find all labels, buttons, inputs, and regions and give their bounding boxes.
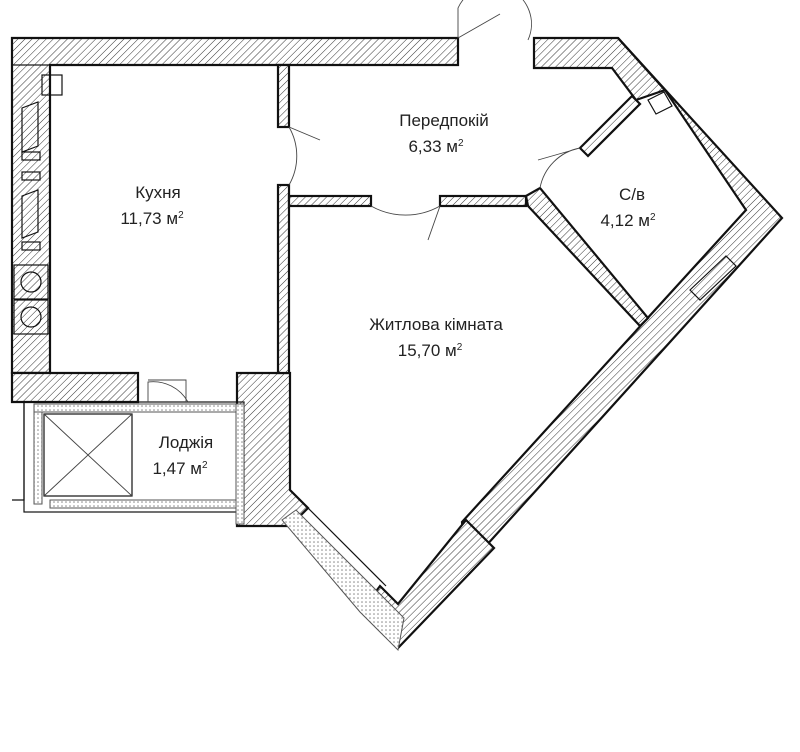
wall-kitchen-hall-upper — [276, 63, 291, 129]
hallway-name: Передпокій — [399, 111, 489, 130]
kitchen-cabinet-2-icon — [21, 189, 39, 239]
kitchen-cabinet-icon — [21, 101, 39, 153]
loggia-door-icon — [147, 379, 189, 403]
wall-bath-upper — [578, 94, 642, 158]
hallway-area: 6,33 м2 — [408, 137, 464, 156]
kitchen-door-icon — [288, 126, 321, 186]
wall-hall-living-left — [287, 194, 373, 208]
loggia-window-box — [43, 413, 133, 497]
bathroom-area: 4,12 м2 — [600, 211, 656, 230]
wall-bath-diagonal — [524, 186, 650, 328]
loggia-glazing-left — [33, 411, 43, 505]
stove-2-burner-icon — [20, 306, 42, 328]
living-name: Житлова кімната — [369, 315, 503, 334]
kitchen-vent-1-icon — [21, 151, 41, 161]
wall-kitchen-bottom — [10, 371, 140, 404]
wall-kitchen-living — [276, 183, 291, 375]
kitchen-vent-3-icon — [21, 241, 41, 251]
hallway-area-sup: 2 — [458, 138, 464, 149]
bathroom-name: С/в — [619, 185, 645, 204]
kitchen-name: Кухня — [135, 183, 181, 202]
bath-door-icon — [537, 147, 581, 189]
loggia-glazing-right — [235, 403, 245, 525]
loggia-outer-line — [12, 401, 25, 501]
bathroom-area-value: 4,12 м — [600, 211, 650, 230]
entrance-door-icon — [457, 0, 532, 41]
wall-hall-living-right — [438, 194, 528, 208]
kitchen-area: 11,73 м2 — [120, 209, 184, 228]
bath-duct-icon — [647, 91, 673, 115]
loggia-area-sup: 2 — [202, 460, 208, 471]
loggia-glazing-top — [33, 403, 240, 413]
living-glazing-diagonal — [281, 509, 405, 652]
kitchen-vent-2-icon — [21, 171, 41, 181]
wall-living-bottom-angle — [289, 489, 387, 587]
loggia-glazing-bottom — [49, 499, 241, 509]
kitchen-area-sup: 2 — [178, 210, 184, 221]
entrance-door-leaf-icon — [457, 13, 501, 39]
living-door-icon — [370, 205, 441, 241]
living-area-sup: 2 — [457, 342, 463, 353]
loggia-area-value: 1,47 м — [152, 459, 202, 478]
stove-2-icon — [13, 299, 49, 335]
loggia-area: 1,47 м2 — [152, 459, 208, 478]
loggia-window-cross — [43, 413, 133, 497]
wall-living-lower-left — [235, 371, 310, 528]
living-area-value: 15,70 м — [398, 341, 457, 360]
stove-icon — [13, 264, 49, 300]
stove-burner-icon — [20, 271, 42, 293]
hallway-area-value: 6,33 м — [408, 137, 458, 156]
living-area: 15,70 м2 — [398, 341, 463, 360]
loggia-name: Лоджія — [159, 433, 214, 452]
window-sill-icon — [689, 255, 737, 301]
bathroom-area-sup: 2 — [650, 212, 656, 223]
kitchen-area-value: 11,73 м — [120, 209, 178, 228]
ventilation-duct-icon — [41, 74, 63, 96]
wall-right-diagonal — [460, 37, 784, 571]
